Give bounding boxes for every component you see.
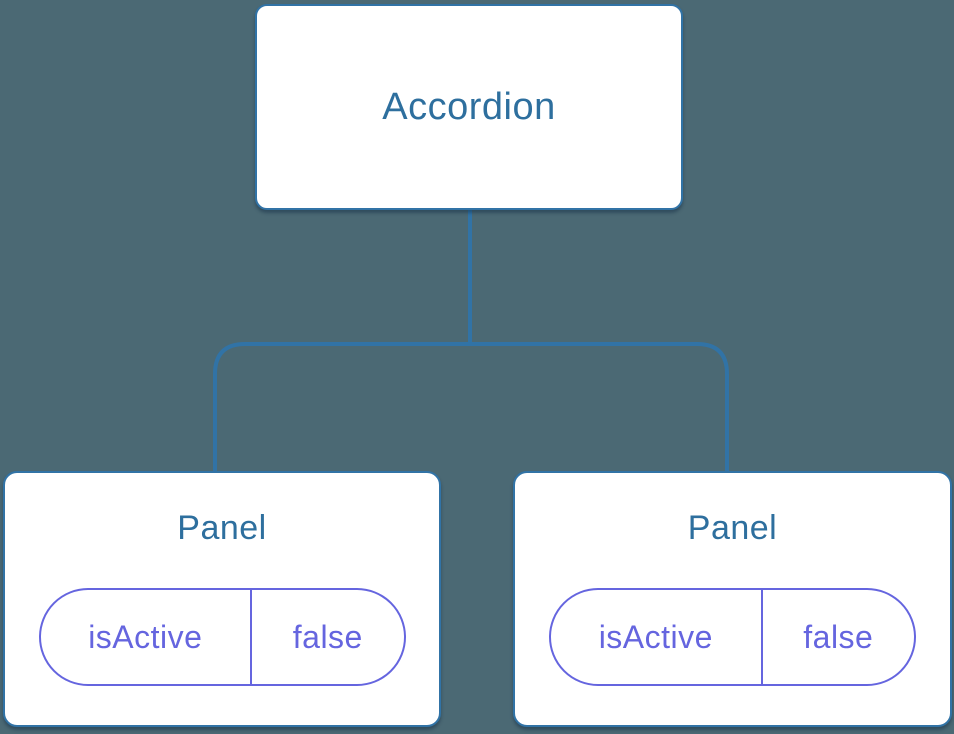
state-key: isActive	[41, 590, 253, 684]
panel-node-right: Panel isActive false	[513, 471, 952, 727]
branch-bracket-line	[213, 342, 729, 472]
panel-node-left: Panel isActive false	[3, 471, 441, 727]
accordion-node: Accordion	[255, 4, 683, 210]
panel-node-label: Panel	[177, 509, 267, 547]
state-pill: isActive false	[38, 588, 406, 686]
state-key: isActive	[551, 590, 763, 684]
panel-node-label: Panel	[687, 509, 778, 547]
state-pill: isActive false	[549, 588, 916, 686]
state-value: false	[803, 618, 874, 655]
accordion-node-label: Accordion	[382, 85, 556, 128]
state-value: false	[292, 618, 363, 655]
